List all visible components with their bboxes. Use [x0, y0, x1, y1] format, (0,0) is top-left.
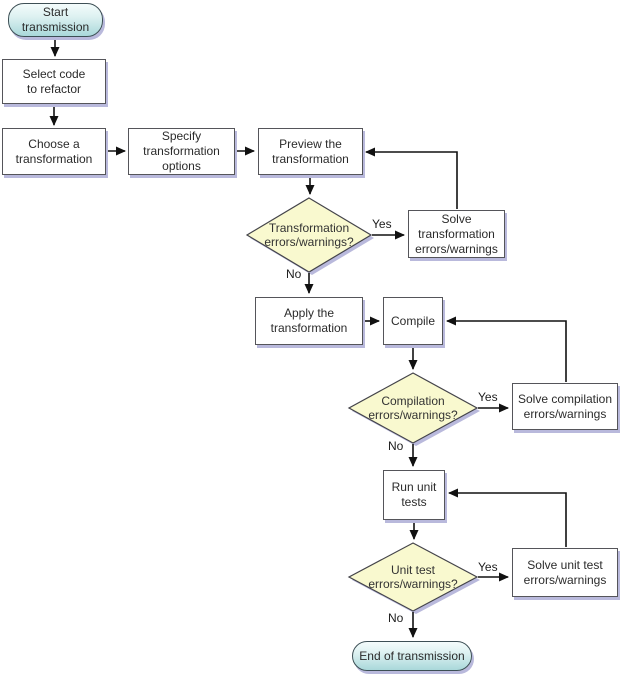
decision-transformation-errors-label: Transformation errors/warnings? [264, 221, 354, 249]
node-start-label: Start transmission [21, 5, 90, 34]
node-compile: Compile [383, 297, 443, 345]
decision-unit-test-errors: Unit test errors/warnings? [349, 543, 477, 611]
node-run-unit-tests: Run unit tests [383, 470, 445, 520]
node-compile-label: Compile [390, 313, 435, 328]
node-solve-transformation-errors: Solve transformation errors/warnings [408, 210, 505, 258]
node-solve-unit-test-errors: Solve unit test errors/warnings [512, 548, 618, 597]
node-preview-transformation: Preview the transformation [258, 128, 363, 175]
edge-label-decision2-no: No [388, 439, 404, 453]
node-select-code-label: Select code to refactor [22, 66, 86, 96]
node-solve-unit-test-errors-label: Solve unit test errors/warnings [523, 557, 607, 587]
decision-unit-test-shape [347, 542, 479, 612]
node-solve-transformation-errors-label: Solve transformation errors/warnings [415, 211, 498, 256]
node-specify-options: Specify transformation options [128, 128, 235, 175]
decision-compilation-shape [347, 372, 479, 444]
decision-compilation-errors: Compilation errors/warnings? [349, 373, 477, 443]
edge-solve1-to-preview [365, 147, 458, 209]
node-choose-transformation: Choose a transformation [2, 128, 106, 175]
node-specify-options-label: Specify transformation options [143, 129, 220, 173]
node-run-unit-tests-label: Run unit tests [391, 480, 437, 509]
node-solve-compilation-errors: Solve compilation errors/warnings [512, 383, 618, 430]
decision-compilation-errors-label: Compilation errors/warnings? [368, 394, 458, 422]
node-select-code: Select code to refactor [2, 59, 106, 104]
node-choose-transformation-label: Choose a transformation [15, 136, 93, 166]
edge-label-decision3-no: No [388, 611, 404, 625]
edge-label-decision2-yes: Yes [478, 390, 498, 404]
node-end: End of transmission [352, 641, 472, 671]
edge-solve2-to-compile [446, 316, 567, 382]
node-apply-transformation: Apply the transformation [255, 297, 363, 345]
node-solve-compilation-errors-label: Solve compilation errors/warnings [517, 391, 613, 421]
node-start: Start transmission [8, 3, 103, 37]
node-preview-transformation-label: Preview the transformation [272, 136, 349, 166]
decision-transformation-errors: Transformation errors/warnings? [247, 198, 371, 272]
decision-transformation-shape [245, 197, 373, 273]
edge-label-decision1-no: No [286, 267, 302, 281]
edge-solve3-to-run [448, 488, 567, 547]
decision-unit-test-errors-label: Unit test errors/warnings? [368, 563, 458, 591]
node-apply-transformation-label: Apply the transformation [270, 306, 348, 335]
node-end-label: End of transmission [359, 648, 465, 663]
edge-label-decision3-yes: Yes [478, 560, 498, 574]
edge-label-decision1-yes: Yes [372, 217, 392, 231]
